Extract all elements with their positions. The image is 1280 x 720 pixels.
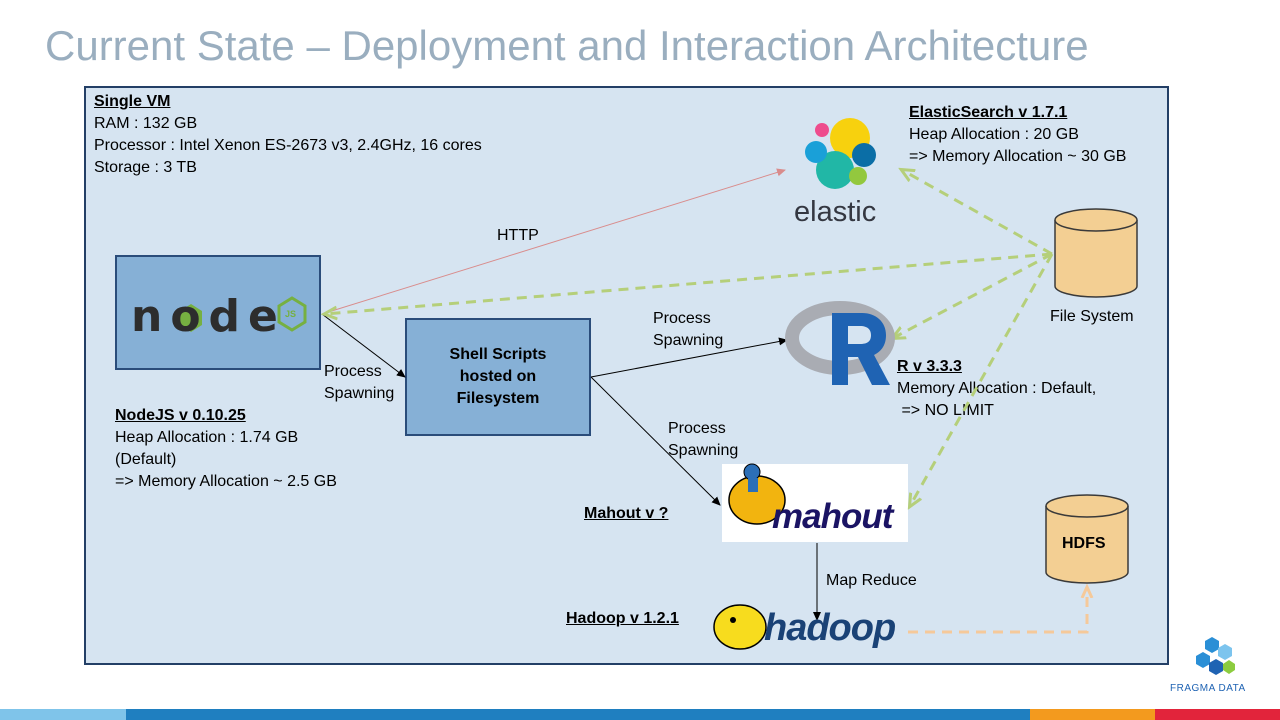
r-line: => NO LIMIT [897, 402, 994, 419]
filesystem-dashed-links [325, 170, 1054, 506]
bottom-color-bar [0, 709, 1280, 720]
elastic-line: => Memory Allocation ~ 30 GB [909, 148, 1127, 165]
page-title: Current State – Deployment and Interacti… [45, 22, 1089, 69]
shell-mahout-label: Process Spawning [668, 418, 738, 462]
nodejs-heading: NodeJS v 0.10.25 [115, 407, 246, 424]
map-reduce-label: Map Reduce [826, 572, 917, 589]
vm-line: RAM : 132 GB [94, 115, 198, 132]
nodejs-line: (Default) [115, 451, 177, 468]
shell-r-arrow [590, 337, 788, 378]
shell-mahout-arrow [590, 376, 721, 506]
r-line: Memory Allocation : Default, [897, 380, 1097, 397]
http-arrow [321, 168, 786, 315]
fragma-brand-text: FRAGMA DATA [1170, 683, 1246, 694]
nodejs-line: Heap Allocation : 1.74 GB [115, 429, 299, 446]
fragma-brand-icon [1196, 637, 1235, 675]
vm-container [84, 86, 1169, 665]
nodejs-badge-text: JS [285, 309, 297, 319]
vm-heading: Single VM [94, 93, 171, 110]
mahout-logo-text: mahout [772, 497, 893, 536]
nodejs-logo-icon [180, 296, 307, 332]
hdfs-label: HDFS [1062, 535, 1106, 552]
r-logo-icon [785, 301, 895, 385]
nodejs-box [115, 255, 321, 370]
edge-label-line: Spawning [324, 385, 395, 402]
elastic-logo-text: elastic [794, 196, 877, 228]
r-heading: R v 3.3.3 [897, 358, 962, 375]
nodejs-info: NodeJS v 0.10.25 Heap Allocation : 1.74 … [115, 405, 337, 493]
mahout-logo-icon [728, 463, 786, 525]
hadoop-heading: Hadoop v 1.2.1 [566, 610, 679, 627]
hadoop-hdfs-dashed-link [908, 588, 1087, 634]
hadoop-logo-text: hadoop [764, 607, 896, 649]
elastic-line: Heap Allocation : 20 GB [909, 126, 1079, 143]
node-shell-label: Process Spawning [324, 361, 394, 405]
filesystem-cylinder-icon [1054, 208, 1138, 298]
nodejs-logo-text: node [131, 291, 286, 342]
mahout-heading: Mahout v ? [584, 505, 669, 522]
shell-scripts-label: Shell Scripts hosted on Filesystem [449, 346, 547, 407]
edge-label-line: Process [668, 420, 726, 437]
hdfs-cylinder-icon [1045, 494, 1129, 584]
elastic-logo-icon [805, 118, 876, 189]
r-info: R v 3.3.3 Memory Allocation : Default, =… [897, 356, 1096, 422]
edge-label-line: Spawning [653, 332, 724, 349]
vm-line: Storage : 3 TB [94, 159, 197, 176]
http-label: HTTP [497, 227, 539, 244]
edge-label-line: Process [324, 363, 382, 380]
edge-label-line: Process [653, 310, 711, 327]
elastic-heading: ElasticSearch v 1.7.1 [909, 104, 1068, 121]
hadoop-logo-icon [713, 604, 767, 650]
elastic-info: ElasticSearch v 1.7.1 Heap Allocation : … [909, 102, 1126, 168]
vm-line: Processor : Intel Xenon ES-2673 v3, 2.4G… [94, 137, 482, 154]
node-shell-arrow [321, 313, 406, 378]
shell-scripts-box: Shell Scripts hosted on Filesystem [405, 318, 591, 436]
nodejs-line: => Memory Allocation ~ 2.5 GB [115, 473, 337, 490]
edge-label-line: Spawning [668, 442, 739, 459]
shell-r-label: Process Spawning [653, 308, 723, 352]
vm-info: Single VM RAM : 132 GB Processor : Intel… [94, 91, 482, 179]
filesystem-label: File System [1050, 308, 1134, 325]
